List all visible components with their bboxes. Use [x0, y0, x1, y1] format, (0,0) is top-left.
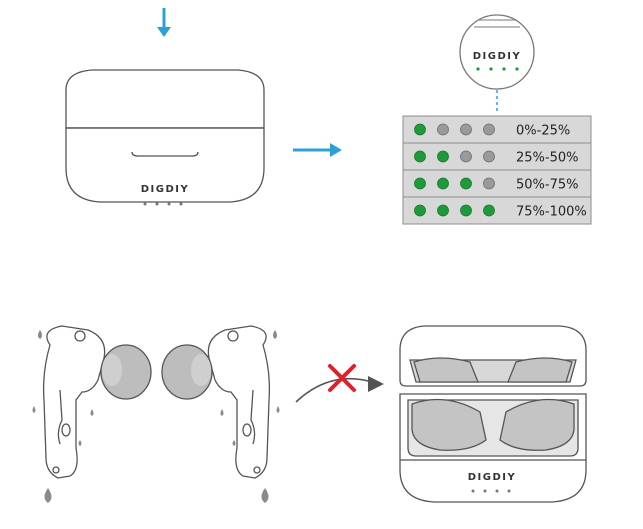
battery-range-label: 25%-50% [516, 151, 578, 166]
led-on-indicator [460, 204, 472, 217]
battery-row: 0%-25% [402, 115, 592, 144]
left-earbud [42, 325, 152, 479]
battery-range-label: 0%-25% [516, 124, 570, 139]
open-charging-case [399, 325, 587, 503]
cross-icon [328, 364, 356, 392]
led-on-indicator [437, 204, 449, 217]
battery-row: 50%-75% [402, 169, 592, 198]
zoom-brand-label: DIGDIY [473, 51, 522, 62]
led-off-indicator [483, 123, 495, 136]
led-on-indicator [414, 177, 426, 190]
led-off-indicator [460, 123, 472, 136]
led-off-indicator [460, 150, 472, 163]
led-on-indicator [414, 123, 426, 136]
battery-range-label: 50%-75% [516, 178, 578, 193]
water-drop-icon [32, 330, 280, 503]
led-on-indicator [483, 204, 495, 217]
led-off-indicator [483, 177, 495, 190]
led-on-indicator [414, 204, 426, 217]
led-on-indicator [437, 150, 449, 163]
case-brand-label: DIGDIY [141, 184, 190, 195]
down-arrow-icon [157, 8, 171, 37]
led-off-indicator [483, 150, 495, 163]
open-case-brand-label: DIGDIY [468, 472, 517, 483]
curved-arrow-icon [295, 376, 384, 403]
battery-row-background [402, 196, 592, 225]
closed-charging-case [65, 69, 265, 206]
zoom-circle: DIGDIY [459, 14, 535, 90]
led-on-indicator [437, 177, 449, 190]
led-off-indicator [437, 123, 449, 136]
led-on-indicator [414, 150, 426, 163]
right-earbud [161, 325, 271, 479]
battery-row: 75%-100% [402, 196, 592, 225]
battery-row: 25%-50% [402, 142, 592, 171]
right-arrow-icon [293, 143, 342, 157]
battery-row-background [402, 169, 592, 198]
led-on-indicator [460, 177, 472, 190]
battery-range-label: 75%-100% [516, 205, 587, 220]
battery-level-table: 0%-25% 25%-50% 50%-75% 75%-100% [402, 115, 592, 225]
